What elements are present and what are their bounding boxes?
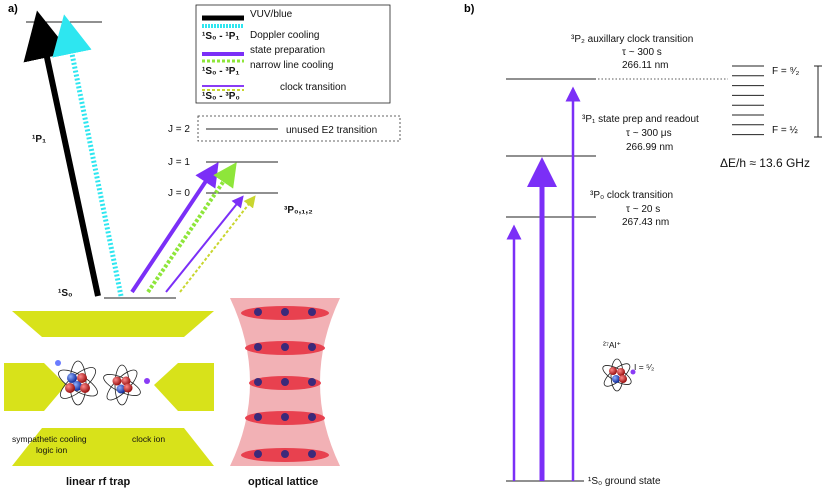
label-b-3p2-tau: τ ~ 300 s xyxy=(622,47,662,58)
panel-a-label: a) xyxy=(8,3,18,15)
legend-2-line1: state preparation xyxy=(250,45,325,56)
label-b-splitting: ΔE/h ≈ 13.6 GHz xyxy=(720,156,810,170)
legend: VUV/blue ¹S₀ - ¹P₁ Doppler cooling state… xyxy=(195,4,391,104)
lattice-atom xyxy=(308,308,316,316)
al-ion-atom xyxy=(602,358,636,392)
label-unused-e2: unused E2 transition xyxy=(286,125,377,136)
lattice-atom xyxy=(254,343,262,351)
trap-electrode-top xyxy=(12,311,214,337)
linear-rf-trap: sympathetic cooling logic ion clock ion … xyxy=(4,311,214,488)
arrow-1s0-3p1-purple xyxy=(130,162,219,294)
optical-lattice: optical lattice xyxy=(230,298,340,488)
unused-e2-box xyxy=(197,115,401,142)
label-1s0: ¹S₀ xyxy=(58,288,73,299)
lattice-atom xyxy=(308,343,316,351)
legend-2-line2: narrow line cooling xyxy=(250,60,333,71)
label-b-3p2-title: ³P₂ auxillary clock transition xyxy=(571,34,693,45)
panel-b-label: b) xyxy=(464,3,475,15)
label-sympathetic-cooling: sympathetic cooling xyxy=(12,434,87,444)
arrow-1s0-3p0-purple xyxy=(165,195,244,293)
label-b-3p1-title: ³P₁ state prep and readout xyxy=(582,114,699,125)
label-3p012: ³P₀,₁,₂ xyxy=(284,205,313,216)
label-linear-rf-trap: linear rf trap xyxy=(66,476,130,488)
trap-electrode-left xyxy=(4,363,66,411)
lattice-atom xyxy=(281,308,289,316)
label-logic-ion: logic ion xyxy=(36,445,67,455)
label-j2: J = 2 xyxy=(168,124,190,135)
legend-3-line1: clock transition xyxy=(280,82,346,93)
lattice-atom xyxy=(254,450,262,458)
label-b-3p0-title: ³P₀ clock transition xyxy=(590,190,673,201)
clock-ion-atom xyxy=(103,364,150,406)
trap-electrode-right xyxy=(154,363,214,411)
lattice-atom xyxy=(308,378,316,386)
lattice-atom xyxy=(281,378,289,386)
label-b-ground: ¹S₀ ground state xyxy=(588,476,661,487)
hyperfine-manifold: F = ⁹⁄₂ F = ½ ΔE/h ≈ 13.6 GHz xyxy=(720,65,822,170)
legend-1-main: ¹S₀ - ¹P₁ xyxy=(202,31,240,42)
label-optical-lattice: optical lattice xyxy=(248,476,318,488)
arrow-1s0-3p1-green xyxy=(146,162,237,294)
label-b-3p1-tau: τ ~ 300 μs xyxy=(626,128,672,139)
lattice-atom xyxy=(281,413,289,421)
label-b-spin: I = ⁵⁄₂ xyxy=(634,362,654,372)
legend-1-line2: Doppler cooling xyxy=(250,30,320,41)
lattice-atom xyxy=(308,413,316,421)
label-b-3p0-tau: τ ~ 20 s xyxy=(626,204,660,215)
trap-electrode-bottom xyxy=(12,428,214,466)
label-b-3p1-nm: 266.99 nm xyxy=(626,142,673,153)
lattice-atom xyxy=(254,308,262,316)
lattice-atom xyxy=(254,413,262,421)
arrow-1s0-1p1-black xyxy=(23,10,101,297)
lattice-sites xyxy=(241,306,329,462)
lattice-atom xyxy=(281,450,289,458)
lattice-atom xyxy=(308,450,316,458)
label-j0: J = 0 xyxy=(168,188,190,199)
label-clock-ion: clock ion xyxy=(132,434,165,444)
label-b-f-bottom: F = ½ xyxy=(772,125,799,136)
label-b-ion: ²⁷Al⁺ xyxy=(603,340,621,350)
label-b-f-top: F = ⁹⁄₂ xyxy=(772,66,799,77)
label-b-3p2-nm: 266.11 nm xyxy=(622,60,669,71)
legend-1-line1: VUV/blue xyxy=(250,9,293,20)
lattice-atom xyxy=(281,343,289,351)
arrow-1s0-3p0-yellow xyxy=(179,195,256,293)
label-1p1: ¹P₁ xyxy=(32,134,46,145)
lattice-atom xyxy=(254,378,262,386)
logic-ion-atom xyxy=(55,360,98,406)
label-b-3p0-nm: 267.43 nm xyxy=(622,217,669,228)
label-j1: J = 1 xyxy=(168,157,190,168)
legend-2-main: ¹S₀ - ³P₁ xyxy=(202,66,240,77)
arrow-1s0-1p1-cyan xyxy=(52,14,124,297)
legend-3-main: ¹S₀ - ³P₀ xyxy=(202,91,240,102)
